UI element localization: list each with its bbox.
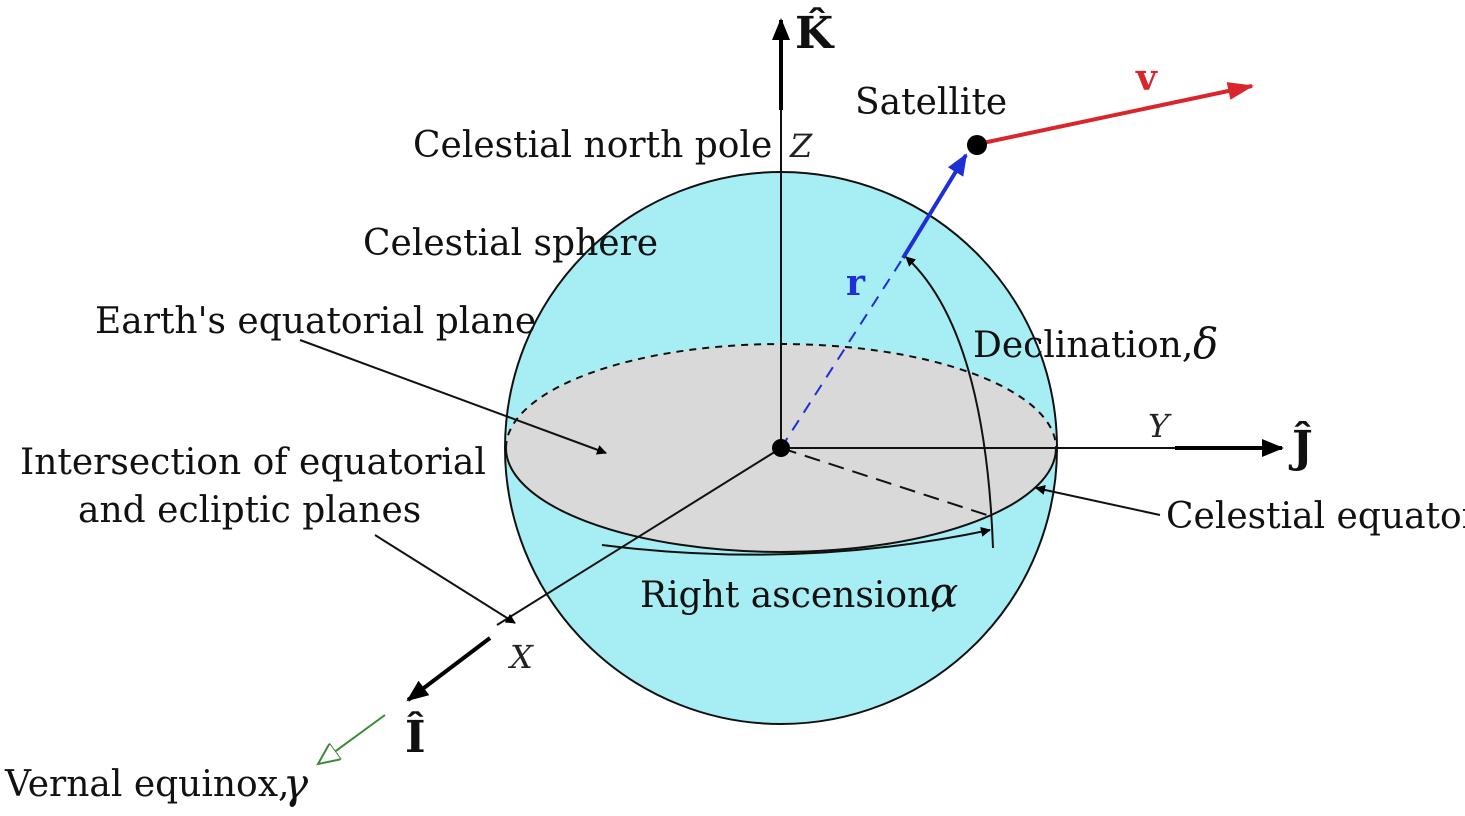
right-ascension-arc: [601, 526, 991, 556]
velocity-label: v: [1135, 57, 1158, 99]
intersection-leader: [374, 534, 516, 624]
celestial-north-pole-label: Celestial north pole: [413, 125, 772, 166]
right-ascension-symbol: α: [930, 568, 958, 617]
declination-arc: [905, 256, 994, 549]
origin-dot: [772, 439, 790, 457]
k-hat-label: K̂: [795, 6, 835, 59]
x-axis: [496, 447, 782, 626]
equatorial-plane-leader: [299, 339, 607, 455]
i-hat-label: Î: [405, 710, 426, 763]
j-hat-label: Ĵ: [1288, 420, 1313, 473]
satellite-dot: [967, 135, 987, 155]
z-label: Z: [789, 127, 813, 165]
vernal-equinox-label: Vernal equinox,: [4, 764, 289, 805]
x-label: X: [507, 638, 534, 676]
vernal-equinox-arrow: [318, 714, 386, 764]
projection-line: [780, 447, 994, 518]
declination-label: Declination,: [973, 325, 1193, 366]
celestial-equator-label: Celestial equator: [1166, 496, 1465, 537]
v-vector: [977, 82, 1254, 146]
r-vector-inner: [780, 257, 904, 449]
r-vector: [901, 153, 968, 260]
intersection-label-line1: Intersection of equatorial: [20, 442, 486, 483]
equatorial-plane-label: Earth's equatorial plane: [95, 301, 536, 342]
declination-symbol: δ: [1193, 319, 1218, 368]
position-label: r: [846, 262, 866, 304]
vernal-equinox-symbol: γ: [283, 759, 309, 808]
intersection-label-line2: and ecliptic planes: [78, 490, 421, 531]
satellite-label: Satellite: [855, 82, 1007, 123]
i-hat-arrow: [406, 636, 492, 702]
equatorial-plane-front-edge: [505, 447, 1057, 553]
celestial-equator-leader: [1035, 485, 1161, 516]
celestial-sphere-label: Celestial sphere: [363, 223, 658, 264]
right-ascension-label: Right ascension,: [640, 575, 942, 616]
y-label: Y: [1148, 407, 1172, 445]
